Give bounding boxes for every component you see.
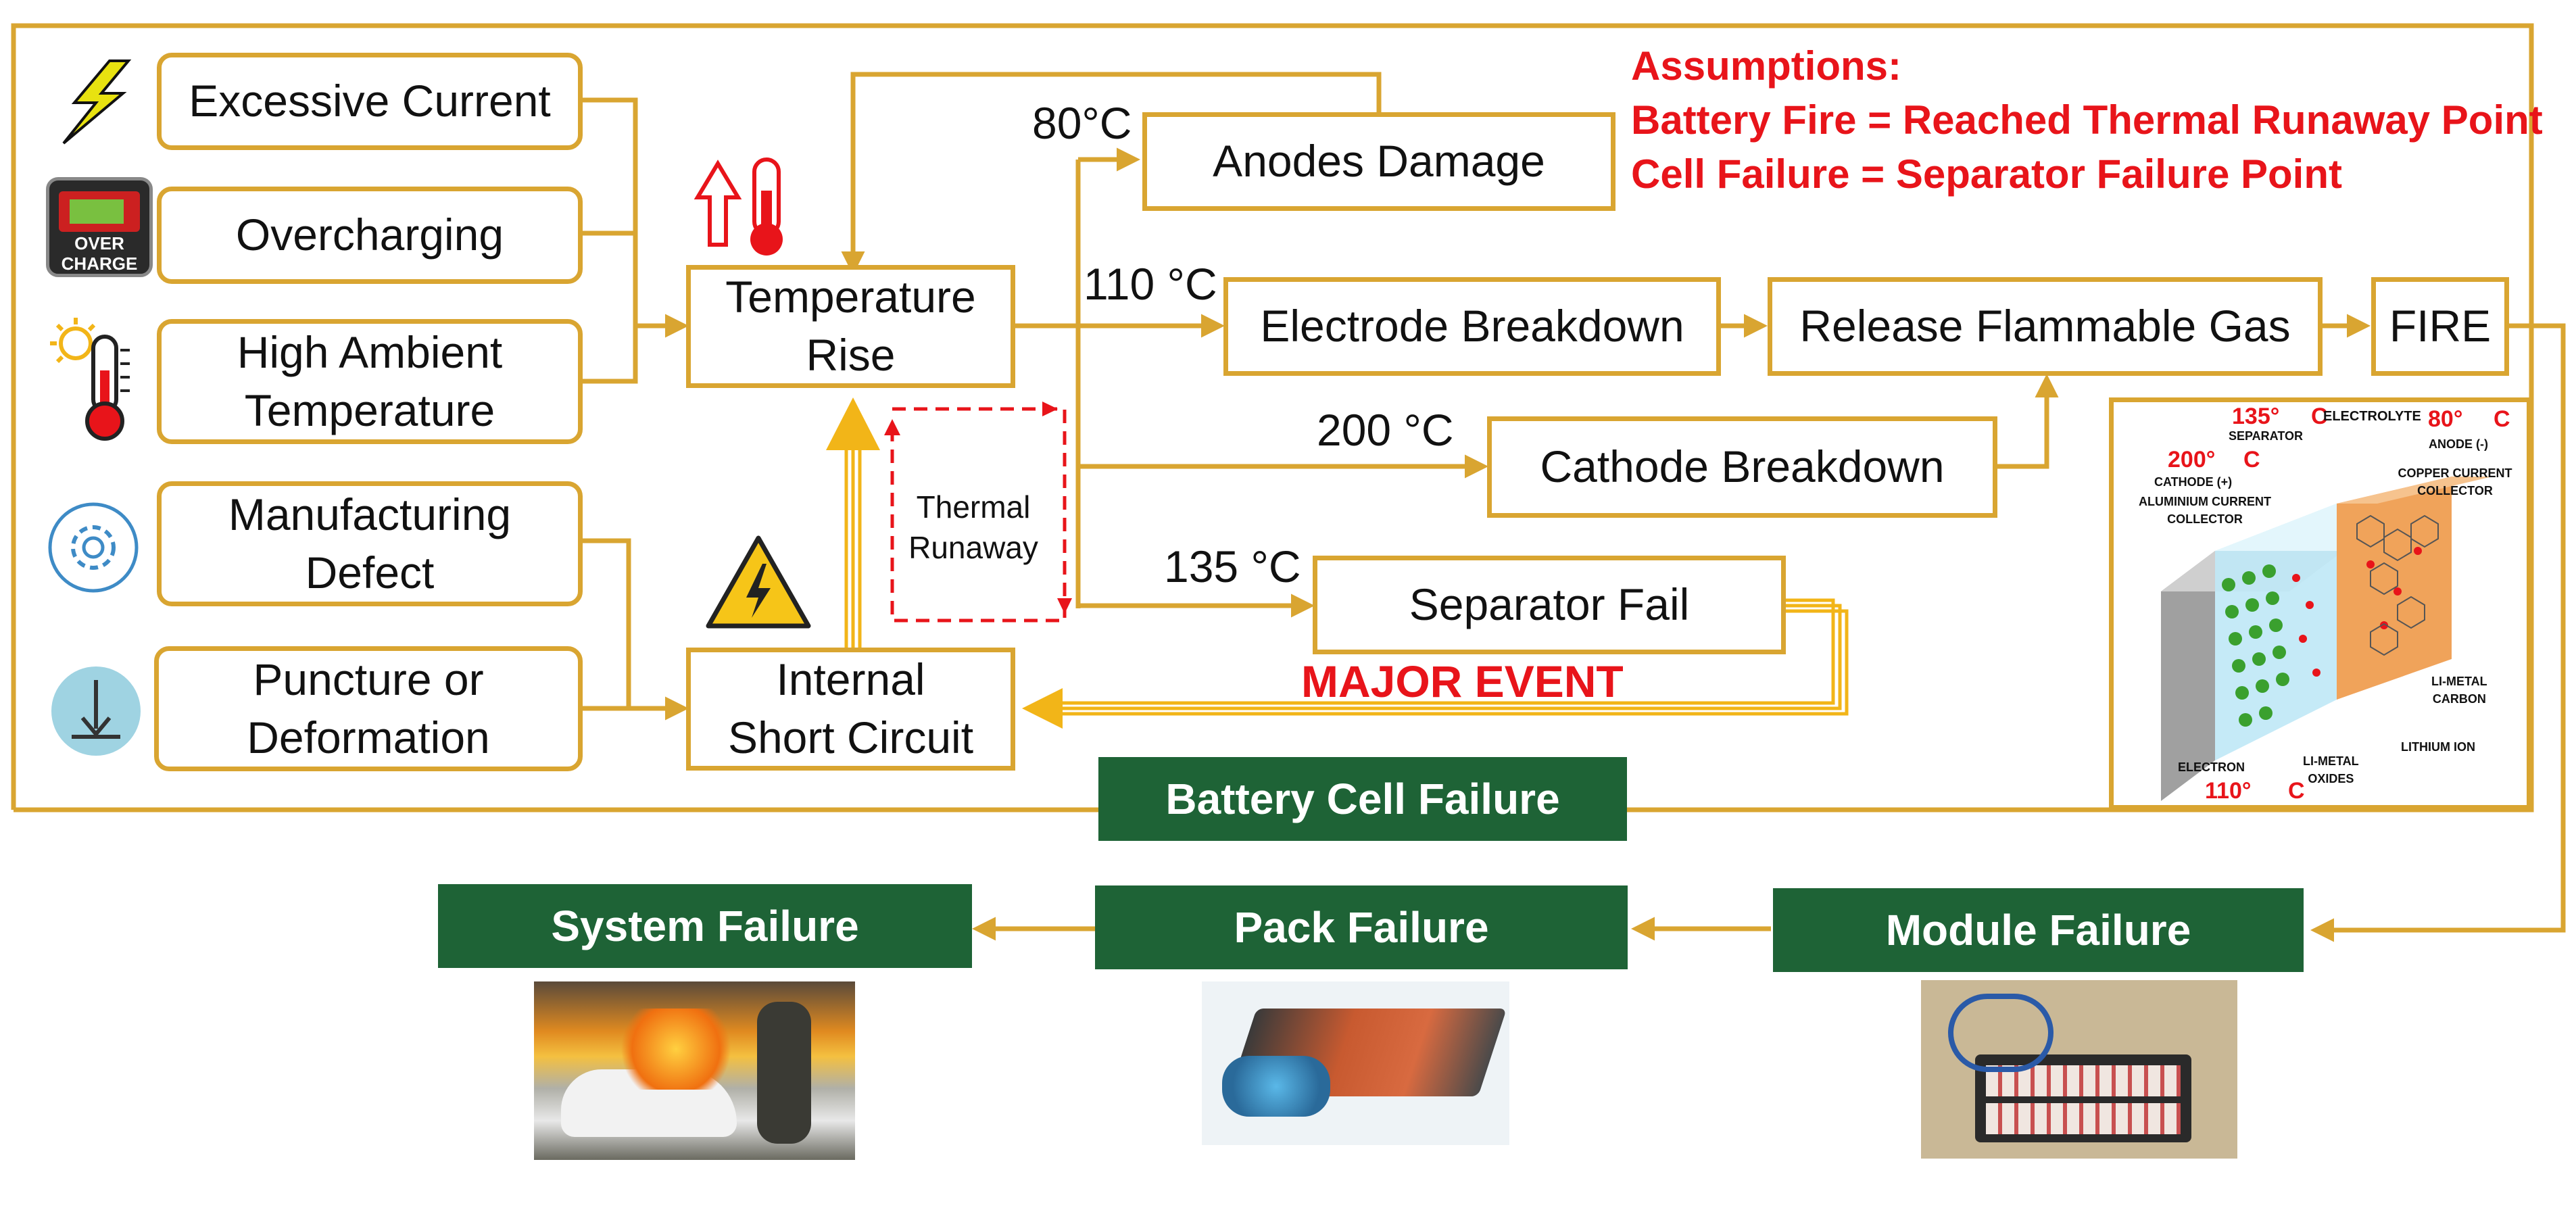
cause-puncture-deformation: Puncture or Deformation xyxy=(154,646,583,771)
temp-135-label: 135 °C xyxy=(1164,541,1301,591)
cell-temp-110: 110° xyxy=(2205,778,2252,804)
battery-cell-failure-banner: Battery Cell Failure xyxy=(1098,757,1627,841)
gear-settings-icon xyxy=(48,502,139,593)
cell-c-110: C xyxy=(2288,778,2305,804)
assumptions-line-1: Battery Fire = Reached Thermal Runaway P… xyxy=(1631,97,2543,143)
module-failure-banner: Module Failure xyxy=(1773,888,2304,972)
cell-layers-graphic xyxy=(2161,477,2492,801)
puncture-arrow-icon xyxy=(51,666,141,756)
separator-fail-box: Separator Fail xyxy=(1313,556,1786,654)
cell-c-80: C xyxy=(2494,406,2510,432)
assumptions: Assumptions: Battery Fire = Reached Ther… xyxy=(1631,39,2543,201)
overcharge-battery-icon: OVER CHARGE xyxy=(46,177,153,277)
release-flammable-gas-box: Release Flammable Gas xyxy=(1768,277,2323,376)
fire-box: FIRE xyxy=(2371,277,2509,376)
internal-short-circuit-box: Internal Short Circuit xyxy=(686,648,1015,771)
cell-label-lithium-ion: LITHIUM ION xyxy=(2401,740,2475,754)
battery-cell-diagram: 135° C SEPARATOR ELECTROLYTE 80° C ANODE… xyxy=(2109,397,2531,810)
cause-high-ambient-temperature: High Ambient Temperature xyxy=(157,319,583,444)
lightning-icon xyxy=(62,59,132,145)
assumptions-title: Assumptions: xyxy=(1631,43,1902,89)
electrode-breakdown-box: Electrode Breakdown xyxy=(1223,277,1721,376)
cell-temp-135: 135° xyxy=(2232,404,2280,429)
cell-label-electrolyte: ELECTROLYTE xyxy=(2323,409,2421,424)
cathode-breakdown-box: Cathode Breakdown xyxy=(1487,416,1997,518)
sun-thermometer-icon xyxy=(50,318,130,441)
high-voltage-warning-icon xyxy=(706,535,811,629)
cell-label-separator: SEPARATOR xyxy=(2229,429,2304,443)
battery-module-photo xyxy=(1921,980,2237,1159)
cause-manufacturing-defect: Manufacturing Defect xyxy=(157,481,583,606)
cell-label-copper-collector: COPPER CURRENT COLLECTOR xyxy=(2398,466,2512,497)
cell-label-li-metal-oxides: LI-METAL OXIDES xyxy=(2303,754,2359,785)
assumptions-line-2: Cell Failure = Separator Failure Point xyxy=(1631,151,2342,197)
system-failure-banner: System Failure xyxy=(438,884,972,968)
outer-frame xyxy=(11,23,2534,812)
temp-110-label: 110 °C xyxy=(1084,259,1217,309)
major-event-label: MAJOR EVENT xyxy=(1301,656,1624,706)
thermal-runaway-label: Thermal Runaway xyxy=(908,489,1038,565)
cell-temp-80: 80° xyxy=(2428,406,2463,432)
cell-temp-200: 200° xyxy=(2168,447,2216,472)
temperature-up-icon xyxy=(694,157,783,256)
cell-label-cathode: CATHODE (+) xyxy=(2154,475,2233,489)
cause-overcharging: Overcharging xyxy=(157,187,583,284)
anodes-damage-box: Anodes Damage xyxy=(1142,112,1615,211)
overcharge-text: OVER CHARGE xyxy=(61,233,138,274)
battery-pack-photo xyxy=(1202,981,1509,1145)
temp-200-label: 200 °C xyxy=(1317,405,1454,455)
cell-label-anode: ANODE (-) xyxy=(2429,437,2488,451)
car-fire-photo xyxy=(534,981,855,1160)
cell-label-aluminium-collector: ALUMINIUM CURRENT COLLECTOR xyxy=(2139,495,2271,526)
cell-c-200: C xyxy=(2243,447,2260,472)
temperature-rise-box: Temperature Rise xyxy=(686,265,1015,388)
cell-c-135: C xyxy=(2311,404,2328,429)
cell-label-li-metal-carbon: LI-METAL CARBON xyxy=(2431,675,2487,706)
cell-label-electron: ELECTRON xyxy=(2178,760,2245,774)
cause-excessive-current: Excessive Current xyxy=(157,53,583,150)
pack-failure-banner: Pack Failure xyxy=(1095,885,1628,969)
temp-80-label: 80°C xyxy=(1032,98,1132,148)
